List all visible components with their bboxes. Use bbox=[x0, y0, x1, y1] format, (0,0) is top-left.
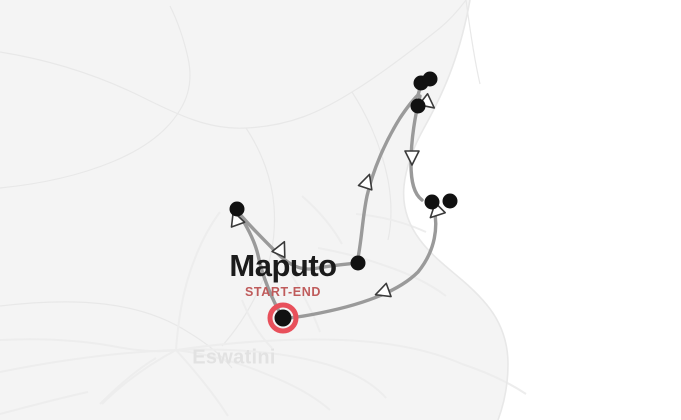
admin-boundary-1 bbox=[0, 5, 191, 189]
arrow-south-coastal-icon bbox=[404, 150, 420, 166]
arrow-west-return-icon bbox=[374, 282, 392, 298]
road-5 bbox=[0, 338, 177, 353]
admin-boundaries bbox=[0, 0, 481, 369]
stop-marker[interactable] bbox=[350, 255, 366, 271]
road-0 bbox=[0, 348, 387, 399]
start-end-marker-ring[interactable] bbox=[267, 302, 299, 334]
arrow-north-inland-icon bbox=[357, 173, 373, 191]
direction-arrow-group bbox=[230, 92, 446, 298]
stop-marker-group[interactable] bbox=[229, 71, 458, 271]
road-network bbox=[0, 195, 527, 417]
admin-boundary-4 bbox=[351, 91, 392, 241]
road-1 bbox=[175, 211, 221, 351]
start-end-marker-core[interactable] bbox=[274, 309, 292, 327]
road-7 bbox=[241, 299, 273, 349]
road-8 bbox=[285, 265, 321, 333]
stop-marker[interactable] bbox=[410, 98, 426, 114]
road-6 bbox=[175, 338, 463, 365]
stop-marker[interactable] bbox=[422, 71, 438, 87]
stop-marker[interactable] bbox=[424, 194, 440, 210]
road-4 bbox=[175, 349, 331, 411]
route-north-inland[interactable] bbox=[355, 93, 420, 265]
direction-arrow-glyph bbox=[374, 282, 392, 298]
admin-boundary-5 bbox=[465, 0, 481, 85]
road-9 bbox=[317, 247, 447, 297]
road-2 bbox=[101, 349, 177, 405]
road-13 bbox=[461, 363, 527, 395]
direction-arrow-glyph bbox=[357, 173, 373, 191]
direction-arrow-glyph bbox=[404, 150, 420, 166]
coastline bbox=[402, 0, 509, 420]
direction-arrow-glyph bbox=[271, 240, 286, 259]
admin-boundary-2 bbox=[221, 127, 276, 347]
road-3 bbox=[175, 349, 229, 417]
stop-marker[interactable] bbox=[442, 193, 458, 209]
arrow-loop-join-icon bbox=[271, 240, 286, 259]
road-14 bbox=[301, 195, 343, 245]
stop-marker[interactable] bbox=[229, 201, 245, 217]
start-end-marker-group[interactable] bbox=[267, 302, 299, 334]
road-12 bbox=[0, 391, 89, 415]
ocean-area bbox=[403, 0, 681, 420]
admin-boundary-0 bbox=[0, 0, 467, 129]
road-11 bbox=[99, 357, 157, 405]
route-loop-east[interactable] bbox=[236, 210, 359, 271]
